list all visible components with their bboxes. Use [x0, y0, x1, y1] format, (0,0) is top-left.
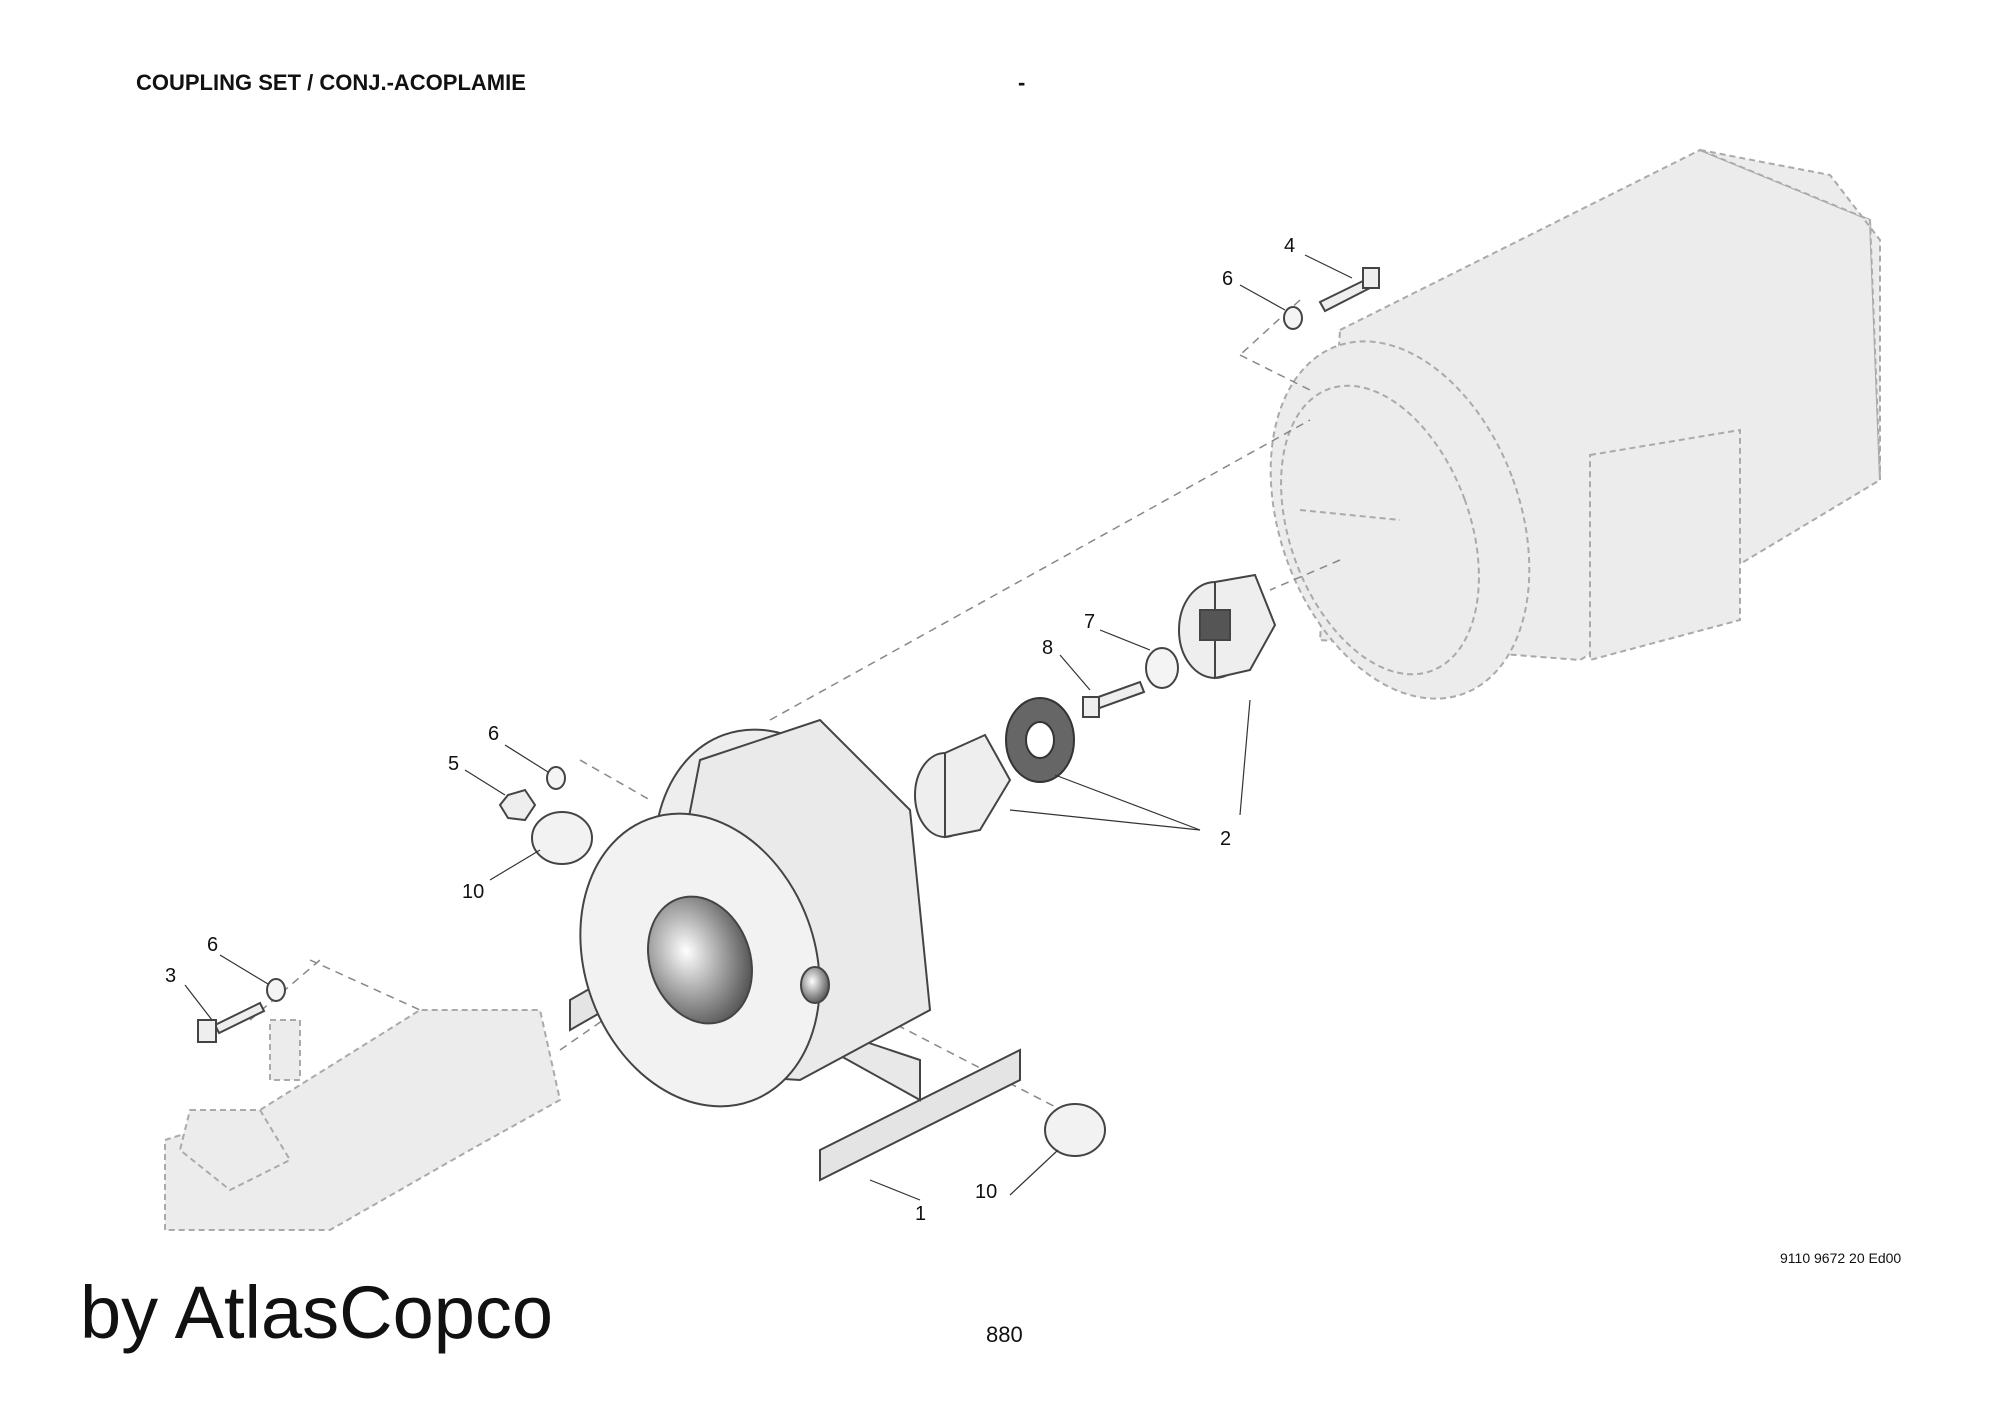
coupling-spider [1005, 697, 1075, 783]
hydraulic-pump [164, 1009, 562, 1231]
cover-plate-item-10-lower [1044, 1103, 1106, 1157]
callout-6-top: 6 [1222, 268, 1233, 290]
document-reference: 9110 9672 20 Ed00 [1780, 1250, 1902, 1266]
electric-motor [1269, 148, 1882, 700]
washer-item-7 [1145, 647, 1179, 689]
bolt-item-8 [1082, 680, 1146, 718]
callout-1: 1 [915, 1203, 926, 1225]
page-number: 880 [986, 1322, 1023, 1347]
callout-8: 8 [1042, 637, 1053, 659]
leader-lines [184, 254, 1353, 1201]
nut-item-5 [498, 788, 537, 822]
callout-6-bottom: 6 [207, 934, 218, 956]
cover-plate-item-10-upper [531, 811, 593, 865]
callout-4: 4 [1284, 235, 1295, 257]
callout-3: 3 [165, 965, 176, 987]
page-title: COUPLING SET / CONJ.-ACOPLAMIE [136, 70, 526, 95]
header-dash: - [1018, 70, 1026, 95]
washer-item-6-bottom [266, 978, 286, 1002]
coupling-hub-pump [914, 733, 1012, 839]
callout-10-lower: 10 [975, 1181, 997, 1203]
callout-2: 2 [1220, 828, 1231, 850]
bolt-item-4 [1318, 267, 1380, 313]
callout-7: 7 [1084, 611, 1095, 633]
coupling-hub-motor [1178, 573, 1277, 680]
washer-item-6-mid [546, 766, 566, 790]
bellhousing [569, 718, 1021, 1182]
callout-5: 5 [448, 753, 459, 775]
washer-item-6-top [1283, 306, 1303, 330]
callout-10-upper: 10 [462, 881, 484, 903]
callout-6-mid: 6 [488, 723, 499, 745]
brand-watermark: by AtlasCopco [80, 1271, 554, 1354]
bolt-item-3 [197, 1001, 266, 1043]
